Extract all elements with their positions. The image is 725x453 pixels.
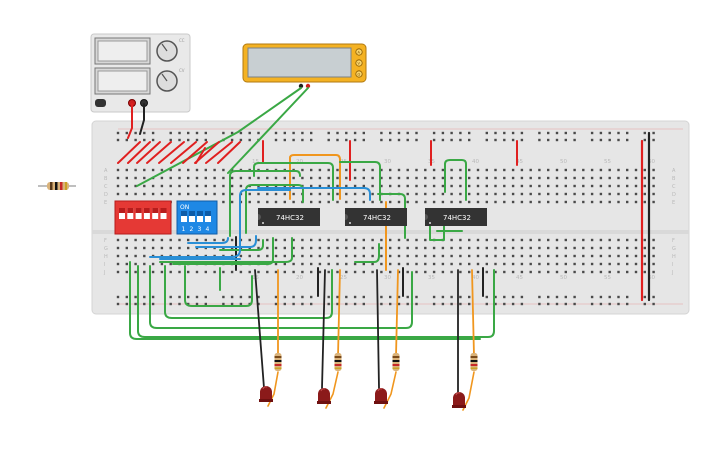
row-letter-right: H (672, 254, 676, 260)
wire-probe-green-1 (136, 87, 302, 187)
meter-mode-v-icon[interactable] (355, 59, 363, 67)
red-dip-toggle[interactable] (143, 208, 150, 219)
output-resistors[interactable] (274, 353, 478, 371)
row-letter-right: F (672, 238, 675, 244)
dip-switch-number-3: 3 (198, 226, 202, 233)
knob-label-cv: CV (179, 68, 185, 73)
column-number-top: 15 (252, 159, 259, 165)
resistor[interactable] (392, 353, 400, 371)
row-letter-right: E (672, 200, 675, 206)
column-number-bottom: 20 (296, 275, 303, 281)
column-number-bottom: 50 (560, 275, 567, 281)
red-dip-toggle-knob (143, 208, 150, 213)
red-dip-toggle[interactable] (152, 208, 159, 219)
column-number-top: 55 (604, 159, 611, 165)
red-dip-toggle-knob (135, 208, 142, 213)
wire-supply-red (127, 103, 133, 139)
led-icon[interactable] (452, 392, 466, 408)
knob-label-cc: CC (179, 38, 185, 43)
red-dip-toggle-knob (127, 208, 134, 213)
chip-3[interactable]: 74HC32 (425, 208, 487, 226)
row-letter-right: B (672, 176, 676, 182)
output-leds[interactable] (259, 386, 466, 408)
row-letter-right: D (672, 192, 676, 198)
multimeter[interactable]: A V Ω (242, 43, 367, 89)
column-number-top: 50 (560, 159, 567, 165)
column-number-bottom: 40 (472, 275, 479, 281)
column-number-top: 60 (648, 159, 655, 165)
row-letter-left: B (104, 176, 108, 182)
row-letter-left: H (104, 254, 108, 260)
row-letter-left: C (104, 184, 108, 190)
row-letter-right: I (672, 262, 673, 268)
row-letter-left: E (104, 200, 107, 206)
red-dip-toggle[interactable] (135, 208, 142, 219)
column-number-top: 40 (472, 159, 479, 165)
dip-switch-toggle-4[interactable] (205, 211, 211, 222)
column-number-bottom: 60 (648, 275, 655, 281)
red-dip-toggle-knob (160, 208, 167, 213)
resistor[interactable] (470, 353, 478, 371)
led-icon[interactable] (317, 388, 331, 404)
dip-switch-toggle-1[interactable] (181, 211, 187, 222)
meter-mode-v-label: V (358, 62, 361, 66)
loose-resistor[interactable] (38, 182, 76, 190)
column-number-bottom: 35 (428, 275, 435, 281)
row-letter-right: C (672, 184, 676, 190)
probe-terminal-black-icon[interactable] (298, 83, 304, 89)
wire-probe-green-2 (227, 87, 309, 174)
dip-switch-on-label: ON (180, 204, 189, 211)
chip-2-label: 74HC32 (363, 214, 391, 222)
dip-switch-number-4: 4 (206, 226, 210, 233)
wires[interactable] (117, 87, 651, 411)
meter-mode-a-icon[interactable] (355, 48, 363, 56)
row-letter-left: A (104, 168, 108, 174)
row-letter-left: J (103, 270, 105, 276)
led-icon[interactable] (374, 388, 388, 404)
red-dip-toggle-knob (152, 208, 159, 213)
row-letter-right: J (671, 270, 673, 276)
wire-supply-black (139, 103, 145, 135)
column-number-bottom: 30 (384, 275, 391, 281)
row-letter-left: D (104, 192, 108, 198)
dip-switch-toggle-2[interactable] (189, 211, 195, 222)
meter-mode-ohm-label: Ω (358, 73, 361, 77)
meter-mode-ohm-icon[interactable] (355, 70, 363, 78)
probe-terminal-red-icon[interactable] (305, 83, 311, 89)
row-letter-right: G (672, 246, 676, 252)
led-icon[interactable] (259, 386, 273, 402)
red-dip-toggle[interactable] (119, 208, 125, 219)
column-number-top: 45 (516, 159, 523, 165)
red-dip-toggle[interactable] (160, 208, 167, 219)
column-number-bottom: 55 (604, 275, 611, 281)
column-number-top: 30 (384, 159, 391, 165)
dip-switch-red[interactable] (114, 200, 172, 235)
column-number-bottom: 25 (340, 275, 347, 281)
resistor[interactable] (274, 353, 282, 371)
dip-switch-toggle-3[interactable] (197, 211, 203, 222)
dip-switch-number-2: 2 (190, 226, 194, 233)
row-letter-right: A (672, 168, 676, 174)
red-dip-toggle[interactable] (127, 208, 134, 219)
resistor[interactable] (334, 353, 342, 371)
chip-1[interactable]: 74HC32 (258, 208, 320, 226)
wire-red-diag (117, 141, 141, 164)
power-supply[interactable]: CC CV (90, 33, 191, 113)
dip-switch-number-1: 1 (182, 226, 186, 233)
dip-switch-blue[interactable]: ON 1 2 3 4 (176, 200, 218, 235)
chip-1-label: 74HC32 (276, 214, 304, 222)
chip-2[interactable]: 74HC32 (345, 208, 407, 226)
chip-3-label: 74HC32 (443, 214, 471, 222)
row-letter-left: I (104, 262, 105, 268)
meter-mode-a-label: A (358, 51, 361, 55)
red-dip-toggle-knob (119, 208, 125, 213)
row-letter-left: F (104, 238, 107, 244)
power-switch[interactable] (95, 99, 106, 107)
column-number-bottom: 45 (516, 275, 523, 281)
row-letter-left: G (104, 246, 108, 252)
